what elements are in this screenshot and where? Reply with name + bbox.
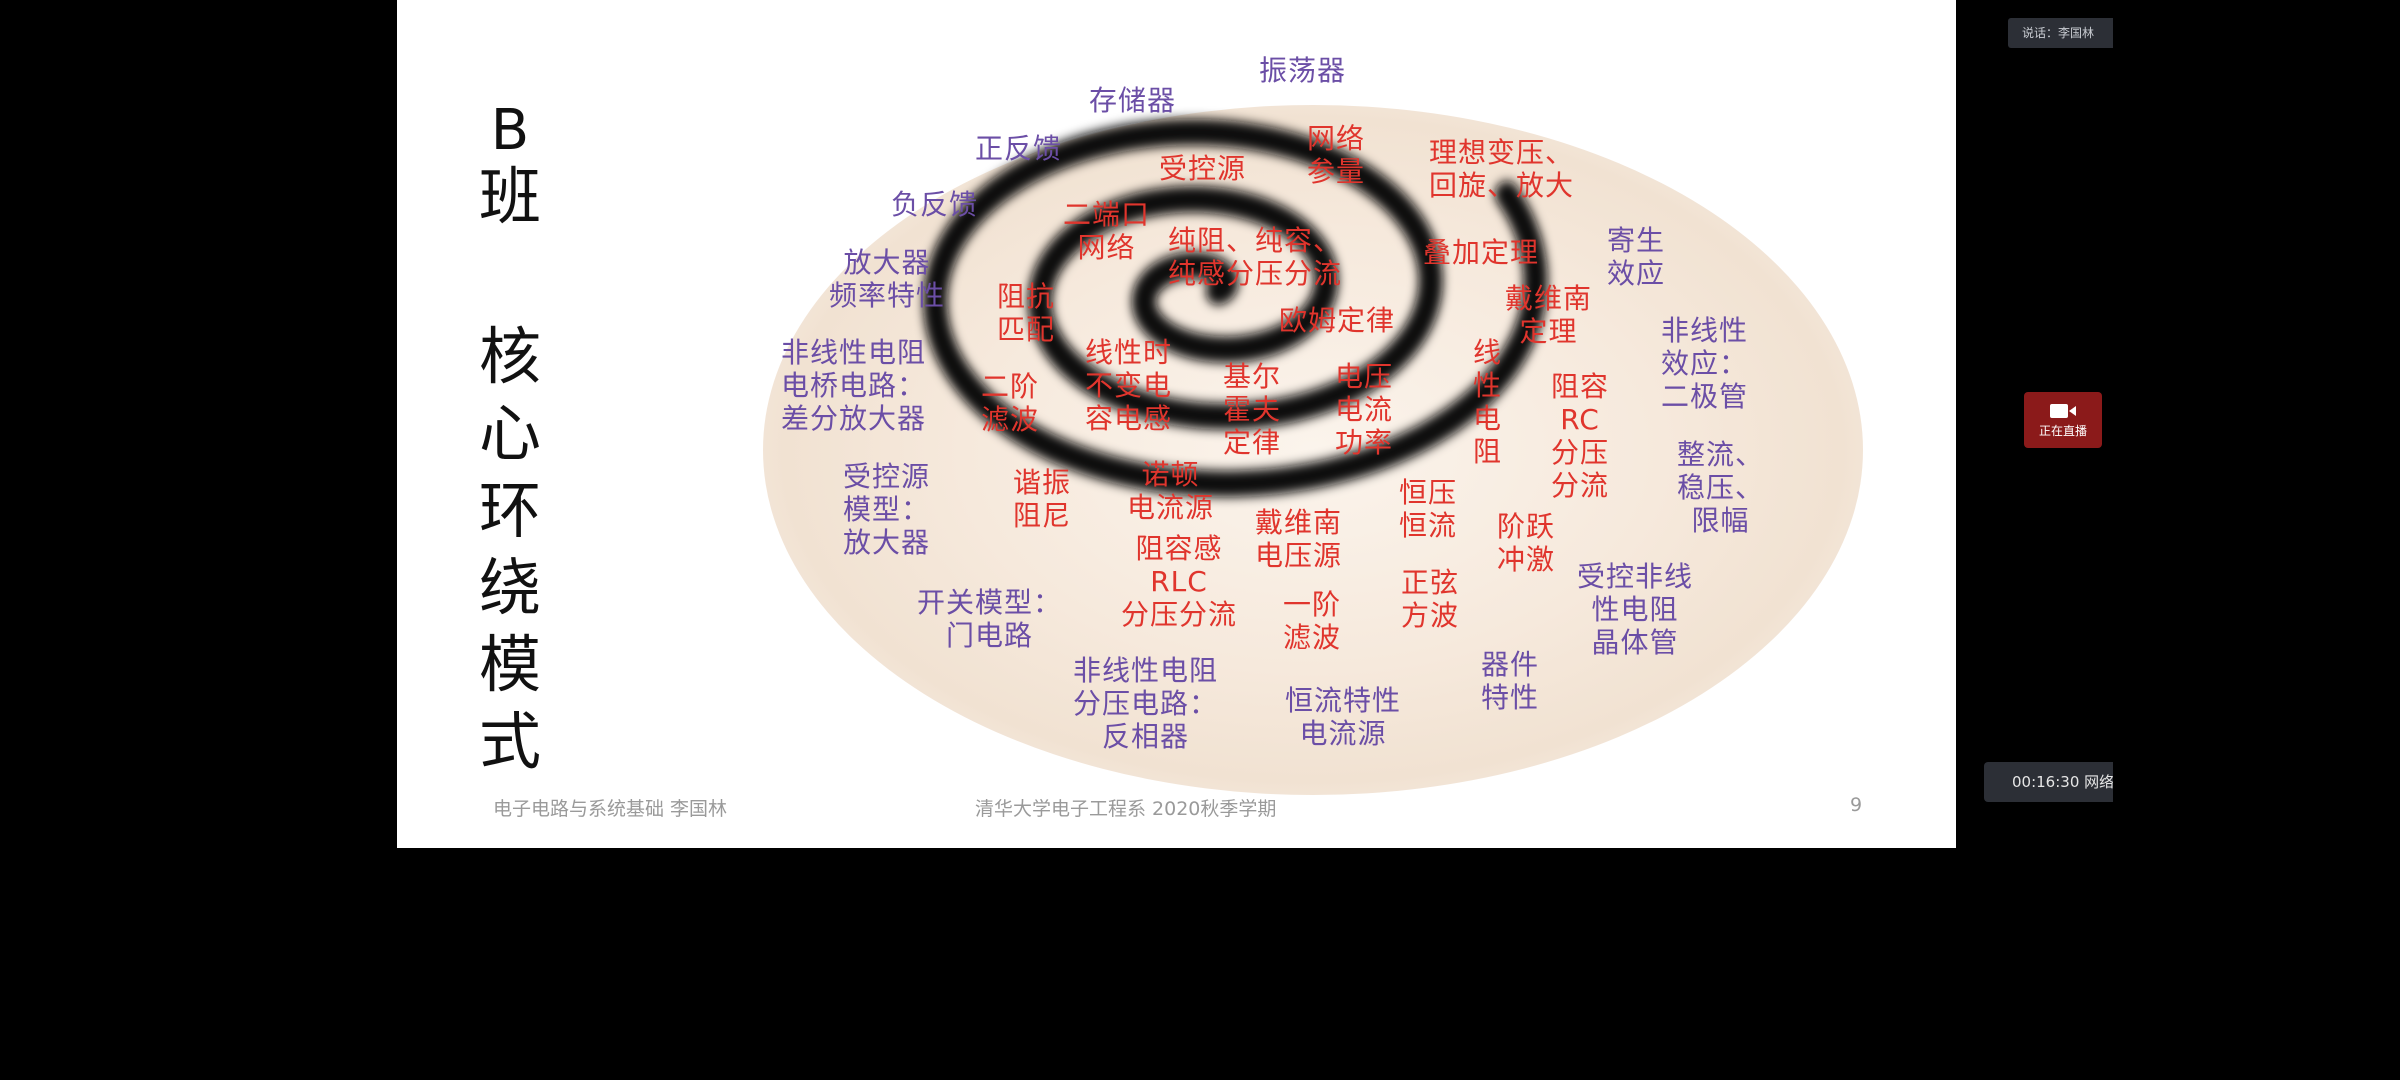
spiral-graphic [923, 118, 1548, 497]
footer-department: 清华大学电子工程系 2020秋季学期 [975, 798, 1277, 820]
topic-label: 受控源模型：放大器 [843, 460, 931, 559]
topic-label: 器件特性 [1481, 648, 1540, 714]
topic-label: 存储器 [1089, 84, 1177, 117]
topic-label: 恒流特性电流源 [1285, 684, 1402, 750]
topic-label: 欧姆定律 [1279, 304, 1396, 337]
topic-label: 放大器频率特性 [829, 246, 946, 312]
topic-label: 负反馈 [891, 188, 979, 221]
core-title-char: 核 [478, 320, 541, 393]
topic-label: 谐振阻尼 [1013, 466, 1072, 532]
page-number: 9 [1850, 794, 1863, 816]
topic-label: 网络参量 [1307, 122, 1366, 188]
topic-label: 受控非线性电阻晶体管 [1577, 560, 1694, 659]
speaker-chip[interactable]: 说话：李国林 [2008, 18, 2113, 48]
topic-label: 开关模型：门电路 [917, 586, 1063, 652]
timer-chip: 00:16:30 网络 [1984, 762, 2113, 802]
topic-label: 叠加定理 [1423, 236, 1540, 269]
topic-label: 振荡器 [1259, 54, 1347, 87]
topic-label: 非线性电阻分压电路：反相器 [1073, 654, 1219, 753]
topic-label: 基尔霍夫定律 [1223, 360, 1282, 459]
live-label: 正在直播 [2038, 424, 2087, 438]
class-title-ban: 班 [478, 160, 541, 233]
class-title-b: B [490, 98, 530, 163]
topic-label: 整流、稳压、限幅 [1677, 438, 1765, 537]
topic-label: 非线性电阻电桥电路：差分放大器 [781, 336, 927, 435]
topic-label: 纯阻、纯容、纯感分压分流 [1168, 224, 1343, 290]
topic-label: 戴维南电压源 [1255, 506, 1343, 572]
core-title-char: 模 [478, 628, 541, 701]
topic-label: 戴维南定理 [1505, 282, 1593, 348]
topic-label: 寄生效应 [1607, 224, 1666, 290]
topic-label: 一阶滤波 [1283, 588, 1342, 654]
topic-label: 阶跃冲激 [1497, 510, 1556, 576]
topic-label: 二阶滤波 [981, 370, 1040, 436]
topic-label: 阻抗匹配 [997, 280, 1056, 346]
topic-label: 线性电阻 [1473, 336, 1503, 468]
core-mode-vertical-title: 核心环绕模式 [465, 318, 555, 780]
topic-label: 正反馈 [975, 132, 1063, 165]
slide: B 班 核心环绕模式 振荡器存储器正反馈受控源 网络参量 理想变压、回旋、放大负反馈… [397, 0, 1956, 848]
topic-label: 二端口网络 [1063, 198, 1151, 264]
core-title-char: 心 [478, 397, 541, 470]
live-button[interactable]: 正在直播 [2024, 392, 2102, 448]
spiral-line [923, 118, 1548, 497]
footer-course: 电子电路与系统基础 李国林 [493, 798, 728, 820]
core-title-char: 环 [478, 474, 541, 547]
topic-label: 正弦方波 [1401, 566, 1460, 632]
spiral-glow [763, 105, 1863, 795]
core-title-char: 绕 [478, 551, 541, 624]
core-title-char: 式 [478, 705, 541, 778]
topic-label: 受控源 [1159, 152, 1247, 185]
topic-label: 理想变压、回旋、放大 [1429, 136, 1575, 202]
topic-label: 非线性效应：二极管 [1661, 314, 1749, 413]
topic-label: 诺顿电流源 [1127, 458, 1215, 524]
camera-icon [2050, 404, 2076, 418]
topic-label: 电压电流功率 [1335, 360, 1394, 459]
topic-label: 恒压恒流 [1399, 476, 1458, 542]
topic-label: 线性时不变电容电感 [1085, 336, 1173, 435]
